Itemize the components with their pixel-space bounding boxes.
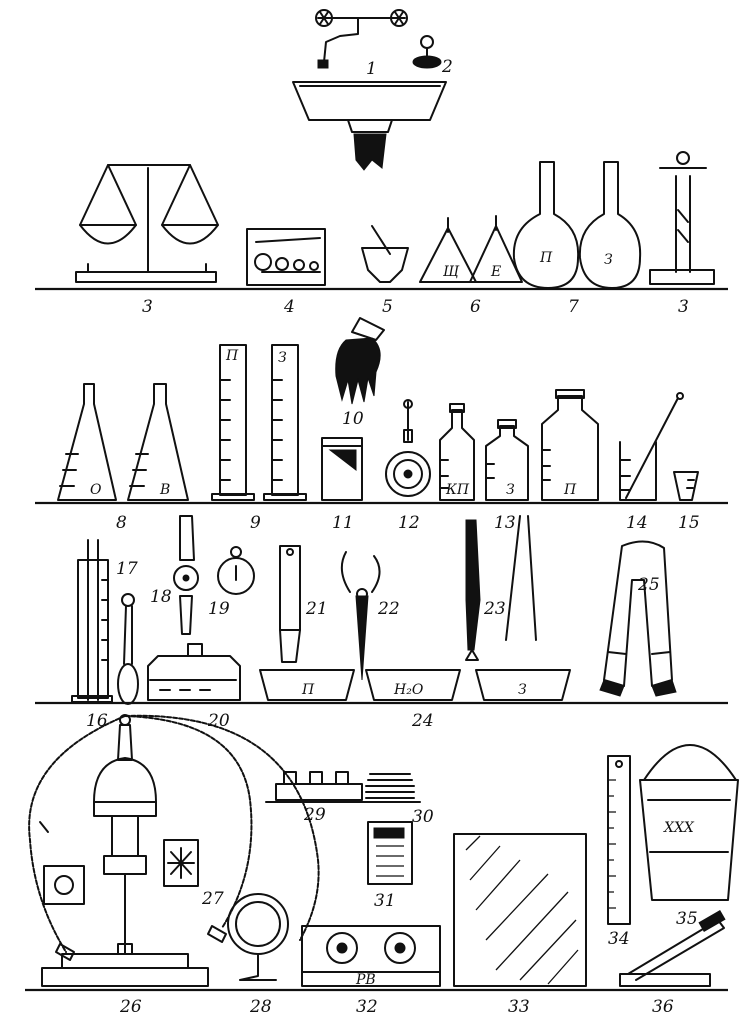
label-28: 28 [249,997,272,1017]
weights-box [247,229,325,285]
label-36: 36 [652,997,674,1017]
label-29: 29 [303,805,326,825]
measuring-cylinders [212,345,306,500]
label-35: 35 [676,909,698,929]
burette-stand [650,152,714,284]
label-32: 32 [356,997,378,1017]
tag-bottle-left: КП [445,482,470,498]
label-17: 17 [116,559,138,579]
label-19: 19 [208,599,230,619]
first-aid-box [322,438,362,500]
label-6: 6 [470,297,481,317]
scarf [600,541,676,696]
label-9: 9 [250,513,261,533]
picture-frame [164,840,198,886]
label-8: 8 [116,513,127,533]
mortar-and-pestle [362,226,408,282]
sieve-spoon [386,400,430,496]
tag-basin-right: З [518,682,527,698]
label-27: 27 [201,889,224,909]
tag-funnel-left: Щ [443,264,460,280]
label-5: 5 [382,297,393,317]
scissors [342,552,380,680]
tag-bucket: XXX [663,820,695,836]
label-30: 30 [412,807,434,827]
label-1: 1 [366,59,377,79]
label-16: 16 [86,711,108,731]
label-7: 7 [568,297,579,317]
label-24: 24 [411,711,434,731]
label-18: 18 [150,587,172,607]
tongs [466,516,536,660]
sink-with-tap [293,10,446,170]
label-11: 11 [332,513,354,533]
label-2: 2 [441,57,453,77]
stopwatch [218,547,254,594]
label-31: 31 [374,891,396,911]
thermometer [72,540,112,702]
paper-cutter [620,911,725,986]
glass-panel [454,834,586,986]
round-mirror [228,894,288,980]
tag-conical-left: О [90,482,102,498]
label-3b: 3 [678,297,689,317]
tag-flask-left: П [539,250,553,266]
rubber-glove [336,318,384,404]
label-21: 21 [305,599,328,619]
label-34: 34 [608,929,630,949]
tag-device-32: РВ [355,972,376,988]
label-15: 15 [678,513,700,533]
tag-basin-left: П [301,682,315,698]
label-20: 20 [207,711,230,731]
label-25: 25 [637,575,660,595]
heated-box [148,644,240,700]
tag-flask-right: З [604,252,613,268]
label-23: 23 [483,599,506,619]
funnels [420,216,522,282]
tag-basin-mid: H₂O [393,682,424,698]
beaker-with-rod [620,393,683,500]
tag-bottle-right: П [563,482,577,498]
balance-scale [76,165,218,282]
knife [280,546,300,662]
tag-cylinder-left: П [225,348,239,364]
tag-funnel-right: Е [490,264,501,280]
label-22: 22 [377,599,400,619]
ruler [608,756,630,924]
label-26: 26 [119,997,142,1017]
tag-bottle-mid: З [506,482,515,498]
label-3a: 3 [142,297,153,317]
label-33: 33 [508,997,530,1017]
power-cables [29,716,318,952]
calculator [368,822,412,884]
photo-enlarger [42,715,208,986]
label-13: 13 [494,513,516,533]
tag-conical-right: В [159,482,170,498]
spatula [118,594,138,704]
label-4: 4 [283,297,295,317]
round-bottom-flasks [514,162,640,288]
small-measuring-cup [674,472,698,500]
label-10: 10 [342,409,364,429]
tag-cylinder-right: З [278,350,287,366]
wall-socket [44,866,84,904]
sink-plug [413,36,441,68]
label-12: 12 [398,513,420,533]
label-14: 14 [626,513,648,533]
wristwatch [174,516,198,634]
